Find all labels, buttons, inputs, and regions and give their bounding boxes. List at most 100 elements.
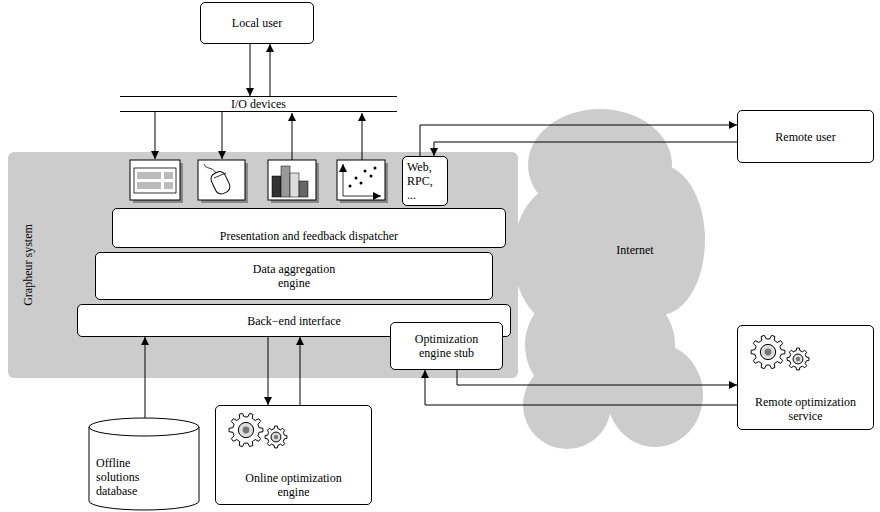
node-label: Online optimization engine [232, 471, 356, 499]
network-cloud: Internet [515, 105, 705, 460]
system-label: Grapheur system [21, 224, 35, 306]
cloud-shape [515, 105, 705, 460]
process-box: Local user [200, 2, 314, 44]
gear-teeth [229, 413, 263, 446]
process-box: Presentation and feedback dispatcher [112, 208, 506, 248]
gear-hub [760, 344, 775, 359]
gear-teeth [265, 426, 287, 448]
plot-dot [370, 175, 373, 178]
connector-arrow [425, 370, 737, 405]
icon-frame [268, 160, 316, 200]
node-label: Presentation and feedback dispatcher [220, 229, 398, 243]
gear-axle [796, 357, 800, 361]
process-box: Web, RPC, ... [402, 156, 448, 206]
gear-hub [238, 422, 253, 437]
process-box: Remote user [737, 110, 874, 163]
scatter-plot-icon [337, 160, 388, 203]
process-box: Data aggregation engine [95, 252, 493, 300]
chart-bar [281, 166, 290, 197]
keyboard-body [134, 168, 176, 193]
keyboard-keys [164, 182, 173, 189]
bar-chart-icon [268, 160, 319, 203]
plot-dot [364, 170, 367, 173]
gear-axle [765, 349, 772, 356]
connector-arrow [270, 44, 271, 96]
mouse-button [214, 173, 226, 178]
chart-bar [272, 176, 281, 197]
node-label: Back−end interface [247, 314, 341, 328]
plot-axis [343, 164, 344, 196]
icon-frame [337, 160, 385, 200]
mouse-cable [204, 164, 216, 173]
cylinder-body [89, 418, 199, 510]
gear-teeth [751, 335, 785, 368]
gear-hub [271, 432, 281, 442]
chart-bar [299, 181, 308, 197]
process-box: Optimization engine stub [390, 322, 503, 370]
cloud-lobe [513, 183, 617, 327]
connector-arrow [300, 337, 301, 405]
connector-arrow [145, 337, 146, 418]
gear-axle [243, 427, 250, 434]
node-label: Web, RPC, ... [407, 160, 443, 202]
icon-shadow [340, 163, 388, 203]
plot-dot [355, 177, 358, 180]
cloud-lobe [523, 361, 611, 449]
cloud-label: Internet [616, 243, 653, 257]
keyboard-keys [137, 172, 161, 179]
node-label: Offline solutions database [96, 456, 158, 498]
node-label: Remote user [775, 130, 835, 144]
gear-axle [274, 435, 278, 439]
cloud-lobe [528, 109, 672, 221]
gear [265, 426, 287, 448]
gear [229, 413, 263, 446]
cloud-lobe [615, 165, 705, 315]
io-arrow [222, 112, 223, 159]
icon-shadow [201, 163, 248, 203]
icon-shadow [271, 163, 319, 203]
node-label: Remote optimization service [744, 395, 868, 423]
cloud-lobe [555, 155, 675, 255]
cloud-lobe [607, 343, 703, 447]
node-label: Local user [232, 16, 282, 30]
plot-axis [343, 196, 381, 197]
icon-frame [198, 160, 245, 200]
icon-frame [130, 160, 180, 200]
system-panel: Grapheur system Web, RPC, ... Presentation… [8, 152, 518, 378]
io-arrows [155, 112, 362, 160]
io-bus-band: I/O devices [120, 96, 397, 112]
connector-arrow [420, 125, 737, 156]
gear [787, 348, 809, 370]
mouse-icon [198, 160, 248, 203]
io-arrow [292, 113, 293, 160]
connector-arrow [434, 142, 737, 156]
plot-dot [360, 182, 363, 185]
engine-box: Online optimization engine [215, 405, 372, 505]
cylinder-rim [89, 427, 199, 436]
keyboard-keys [137, 182, 161, 189]
mouse-body [209, 170, 232, 196]
io-arrow [155, 112, 156, 159]
connector-arrow [250, 44, 251, 96]
gear [751, 335, 785, 368]
gear-hub [793, 354, 803, 364]
node-label: Optimization engine stub [405, 332, 489, 360]
gear-teeth [787, 348, 809, 370]
keyboard-keys [164, 172, 173, 179]
cloud-lobe [560, 180, 680, 340]
connector-arrow [457, 370, 737, 385]
io-arrow [362, 113, 363, 160]
icon-shadow [133, 163, 183, 203]
gears-icon [738, 326, 875, 376]
node-label: I/O devices [231, 98, 286, 111]
plot-dot [349, 185, 352, 188]
gears-icon [216, 406, 373, 456]
node-label: Data aggregation engine [239, 262, 349, 290]
database-cylinder: Offline solutions database [88, 418, 200, 510]
cloud-lobe [525, 280, 675, 410]
plot-dot [374, 167, 377, 170]
connector-arrow [268, 337, 269, 405]
